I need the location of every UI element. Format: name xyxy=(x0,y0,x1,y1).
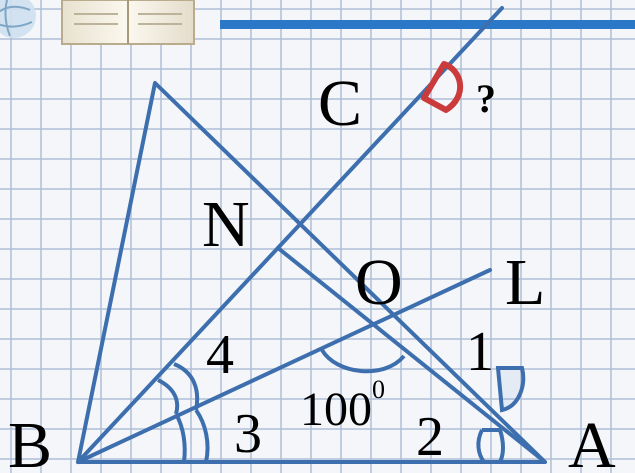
label-angle-value: 100 xyxy=(300,383,372,436)
open-book-icon xyxy=(61,0,195,45)
label-angle-4: 4 xyxy=(206,324,234,386)
globe-icon xyxy=(0,0,36,38)
unknown-angle-marker xyxy=(421,61,464,113)
question-mark: ? xyxy=(476,76,496,121)
label-c: C xyxy=(318,67,362,140)
label-n: N xyxy=(202,188,250,261)
line-na xyxy=(276,246,547,464)
label-angle-3: 3 xyxy=(234,403,262,465)
label-angle-1: 1 xyxy=(466,321,494,383)
angle-3-arc-outer xyxy=(194,408,210,463)
angle-2-arc xyxy=(476,429,486,464)
label-a: A xyxy=(568,409,616,473)
label-l: L xyxy=(505,246,545,319)
angle-4-arc-outer xyxy=(173,362,200,411)
angle-100-arc xyxy=(320,348,406,374)
header-bar xyxy=(220,20,635,29)
angle-3-arc-inner xyxy=(174,413,187,463)
label-angle-2: 2 xyxy=(416,406,444,468)
angle-1-arc xyxy=(495,366,526,413)
angle-4-arc-inner xyxy=(157,378,180,415)
label-b: B xyxy=(8,409,52,473)
label-o: O xyxy=(355,246,403,319)
triangle-outline xyxy=(76,81,547,464)
bisector-bl-line xyxy=(76,268,492,464)
label-angle-degree: 0 xyxy=(372,375,385,404)
angle-2-arc-top xyxy=(482,428,505,463)
